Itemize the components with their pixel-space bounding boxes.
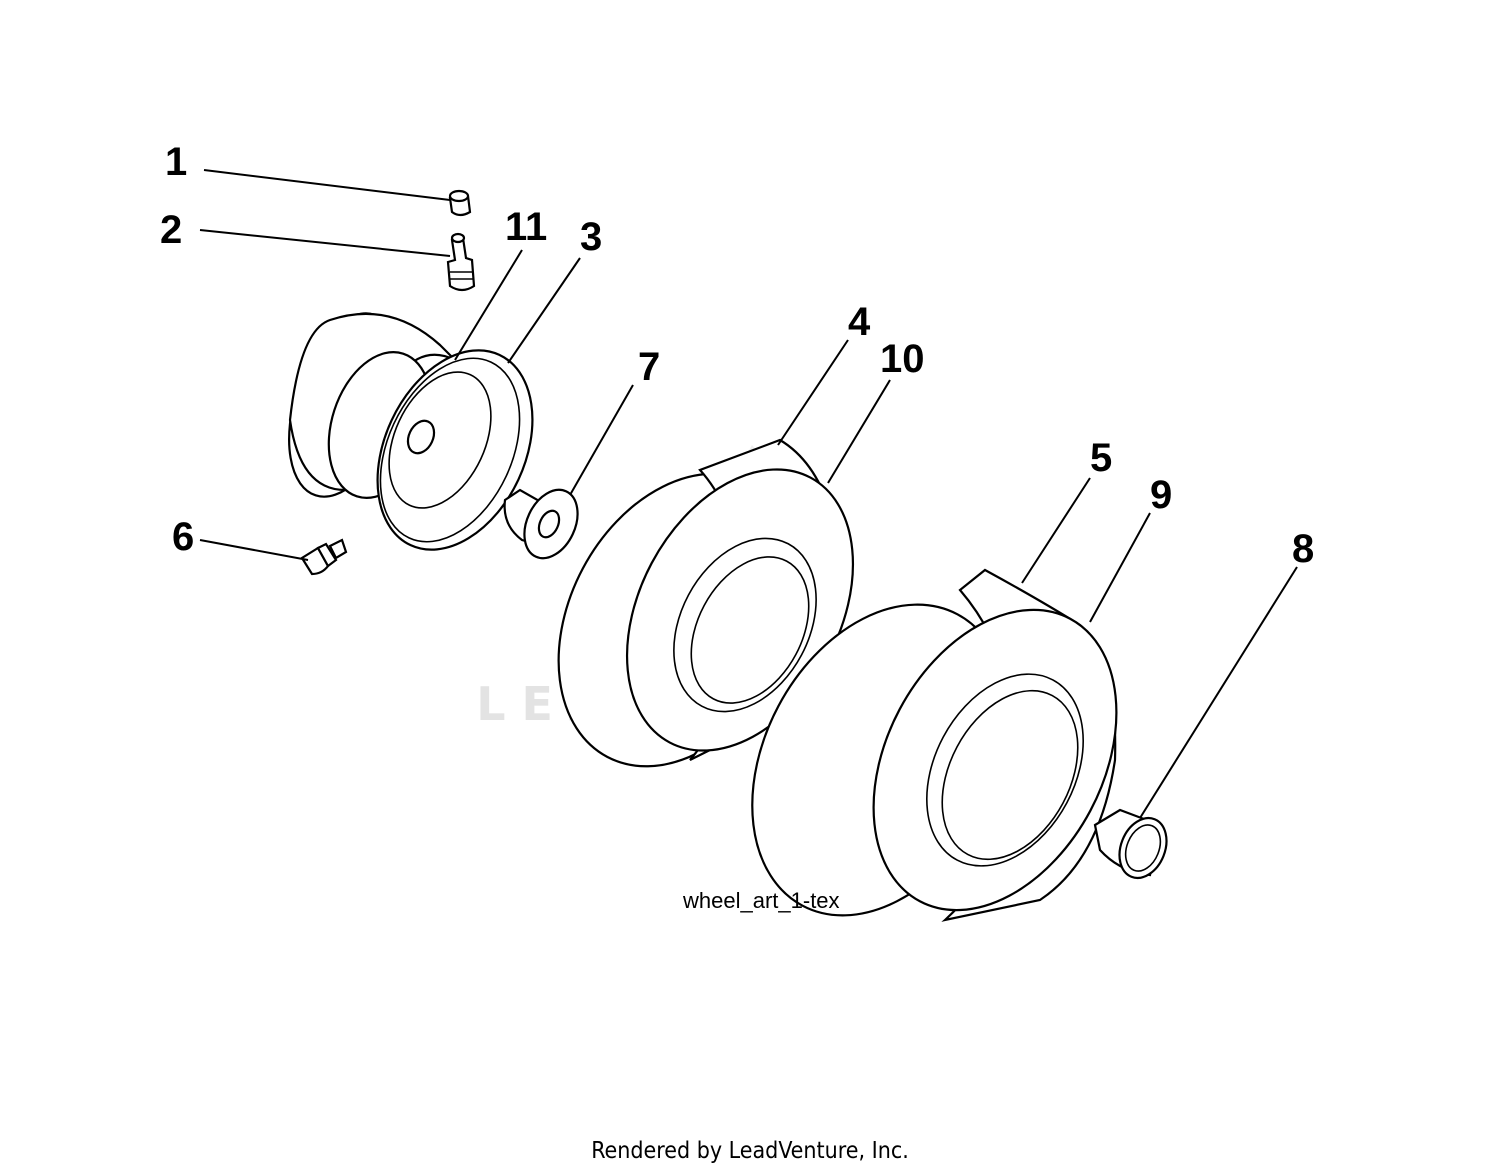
leader-2 bbox=[199, 229, 451, 257]
leader-lines bbox=[199, 169, 1298, 819]
part-6-grease-fitting bbox=[300, 538, 348, 576]
callout-10: 10 bbox=[880, 337, 925, 381]
callout-1: 1 bbox=[165, 140, 187, 184]
part-3-rim-half bbox=[376, 349, 534, 551]
diagram-caption: wheel_art_1-tex bbox=[682, 888, 840, 913]
leader-8 bbox=[1139, 566, 1298, 819]
leader-11 bbox=[454, 249, 523, 361]
callout-2: 2 bbox=[160, 208, 182, 252]
callout-5: 5 bbox=[1090, 436, 1112, 480]
part-8-cap bbox=[1093, 808, 1168, 880]
part-5-tire bbox=[751, 568, 1118, 922]
callout-3: 3 bbox=[580, 215, 602, 259]
part-2-valve-stem bbox=[446, 232, 476, 292]
part-1-valve-cap bbox=[448, 189, 472, 217]
leader-5 bbox=[1021, 477, 1091, 584]
leader-10 bbox=[827, 379, 891, 484]
leader-9 bbox=[1089, 512, 1151, 623]
leader-4 bbox=[777, 339, 849, 446]
leader-7 bbox=[569, 384, 634, 496]
leader-3 bbox=[507, 257, 581, 364]
part-7-bushing bbox=[503, 488, 579, 560]
callout-6: 6 bbox=[172, 515, 194, 559]
leader-1 bbox=[203, 169, 451, 201]
callout-11: 11 bbox=[505, 205, 547, 249]
footer-credit: Rendered by LeadVenture, Inc. bbox=[591, 1138, 909, 1164]
callout-9: 9 bbox=[1150, 473, 1172, 517]
callout-7: 7 bbox=[638, 345, 660, 389]
callouts: 1 2 11 3 6 7 4 10 5 9 8 bbox=[160, 140, 1314, 571]
leader-6 bbox=[199, 539, 309, 561]
callout-4: 4 bbox=[848, 300, 871, 344]
callout-8: 8 bbox=[1292, 527, 1314, 571]
